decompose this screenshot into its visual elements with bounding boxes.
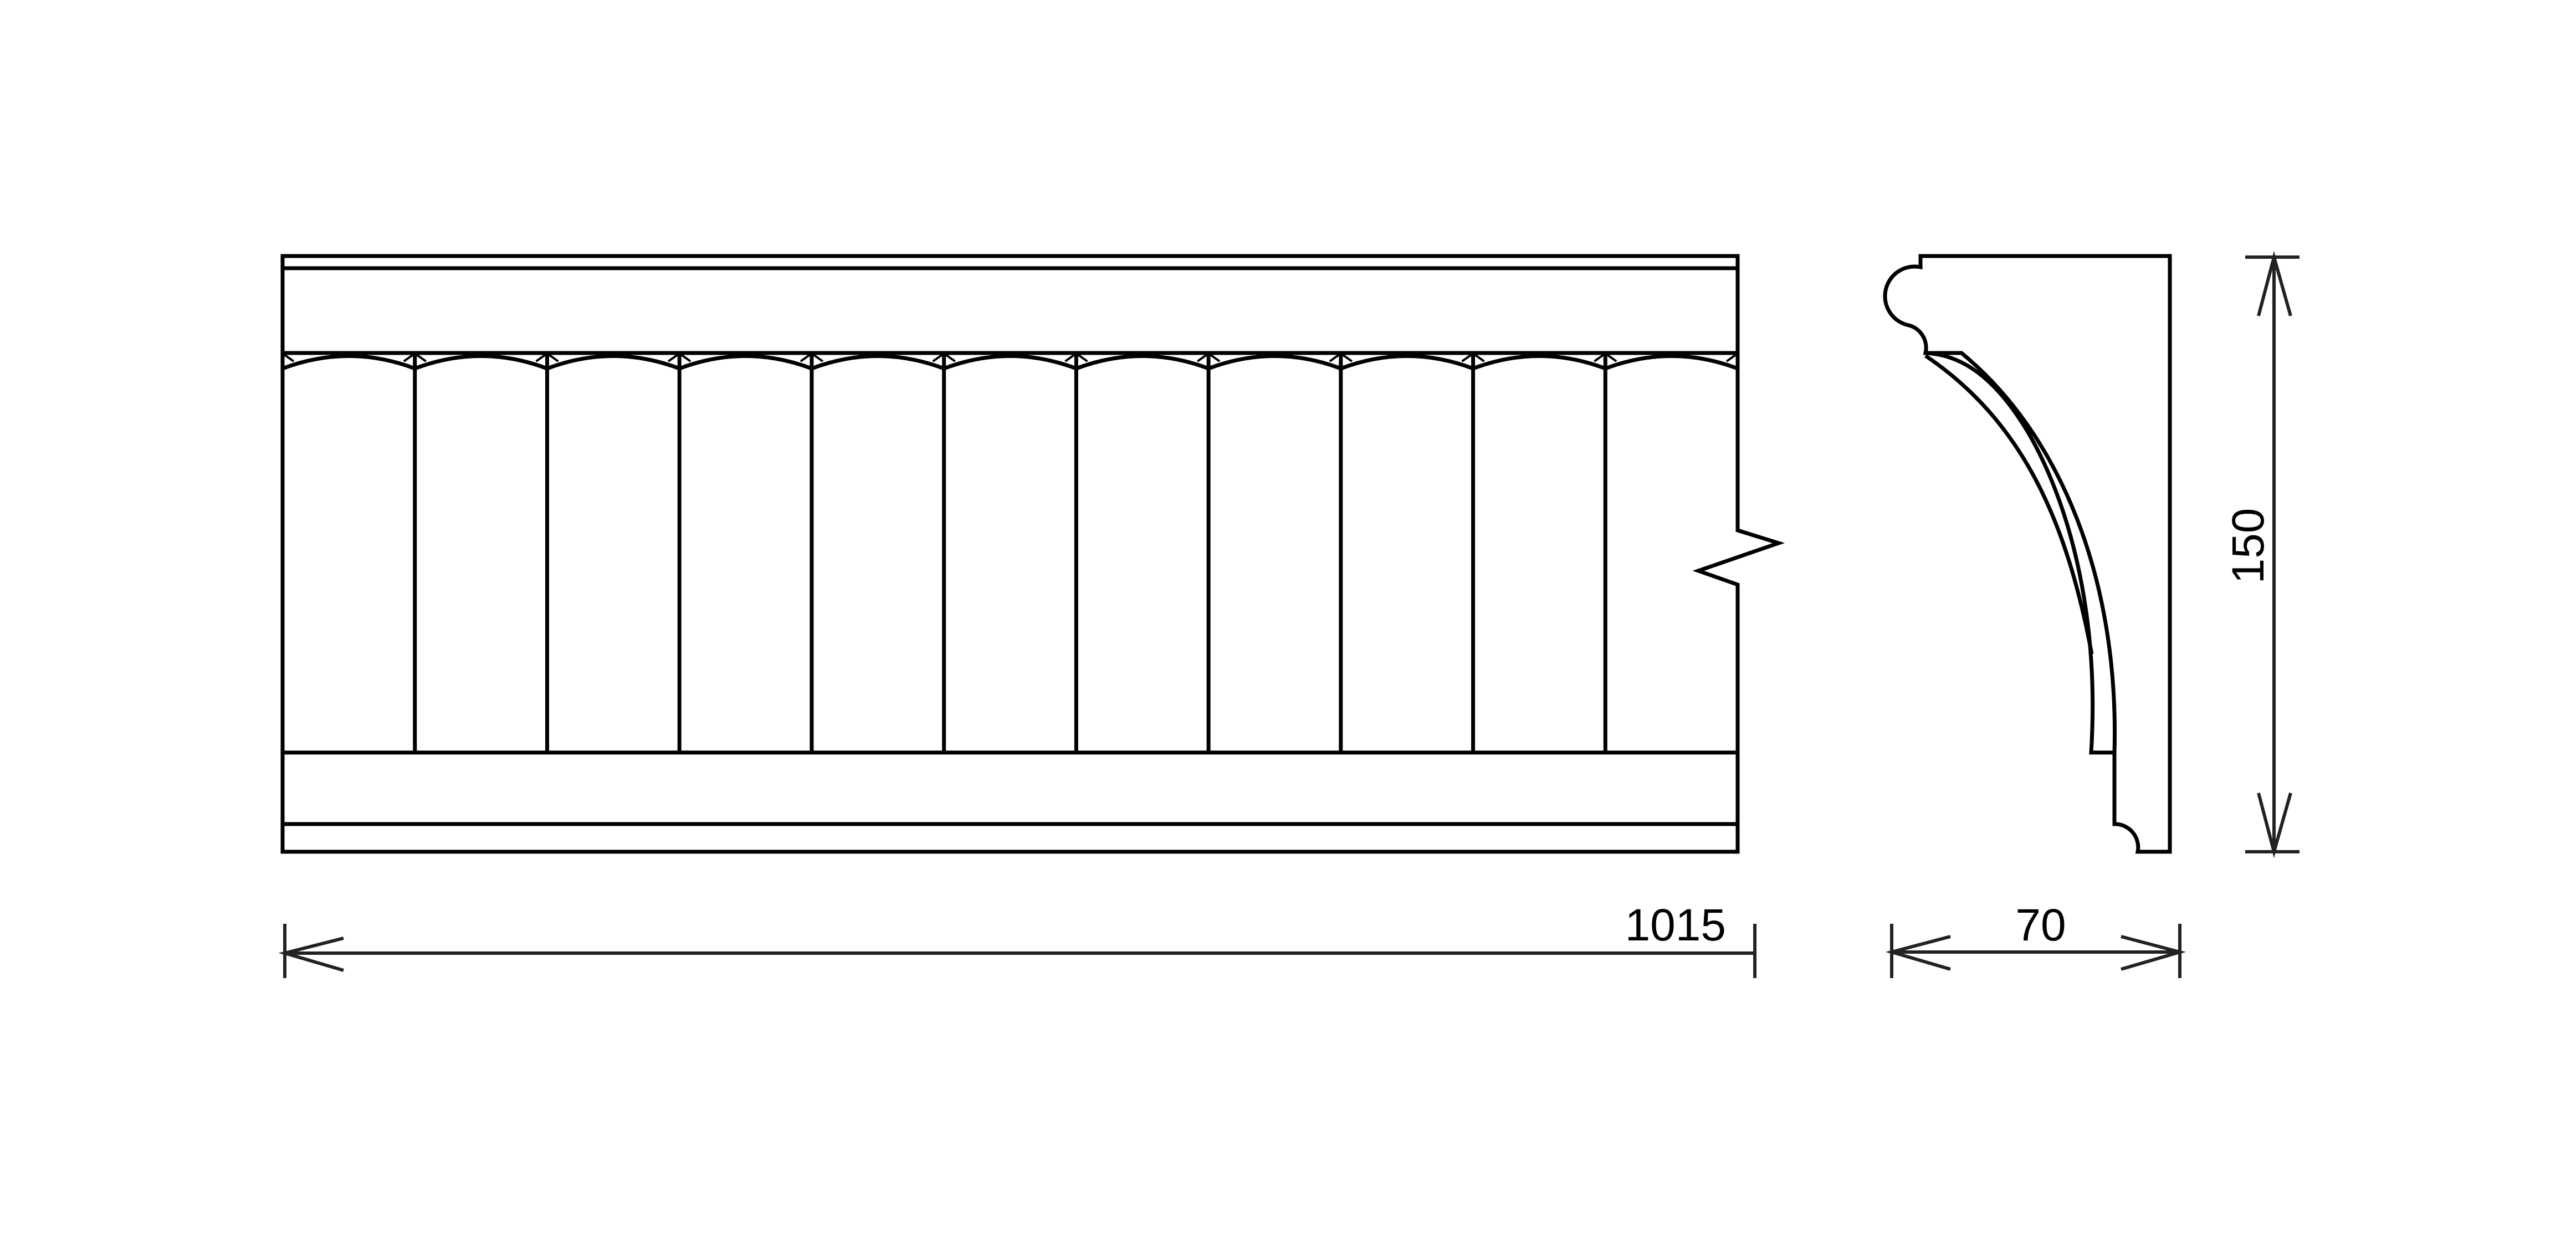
flute-notch (1077, 354, 1208, 362)
flute-modules (281, 353, 1739, 753)
depth-dimension: 70 (1885, 900, 2186, 978)
length-label: 1015 (1625, 900, 1726, 950)
profile-lower-curve (1924, 354, 2094, 654)
flute-arch (1076, 354, 1210, 371)
flute-notch (1606, 354, 1737, 362)
height-arrow-bottom (2257, 792, 2292, 858)
flute-notch (416, 354, 546, 362)
flute-arch (546, 354, 680, 371)
flute-notch (680, 354, 811, 362)
flute-arch (678, 354, 813, 371)
flute-arch (1472, 354, 1606, 371)
flute-notch (1341, 354, 1472, 362)
height-label: 150 (2223, 508, 2273, 584)
flute-notch (1209, 354, 1340, 362)
flute-notch (283, 354, 414, 362)
depth-arrow-right (2121, 935, 2186, 971)
flute-arch (811, 354, 945, 371)
flute-arch (1605, 354, 1739, 371)
flute-arch (1340, 354, 1474, 371)
profile-section (1883, 254, 2172, 854)
length-dimension: 1015 (278, 900, 1756, 978)
depth-arrow-left (1885, 935, 1951, 971)
flute-notch (548, 354, 679, 362)
flute-arch (281, 354, 416, 371)
flute-notch (812, 354, 943, 362)
flute-notch (945, 354, 1076, 362)
side-profile (1883, 254, 2172, 854)
height-arrow-top (2257, 250, 2292, 316)
flute-notch (1474, 354, 1605, 362)
front-elevation (280, 254, 1785, 854)
length-arrow-left (278, 937, 344, 972)
front-outline (280, 254, 1785, 854)
depth-label: 70 (2015, 900, 2066, 950)
flute-arch (414, 354, 548, 371)
height-dimension: 150 (2223, 250, 2300, 858)
flute-arch (943, 354, 1077, 371)
profile-inner-line (1925, 351, 2117, 753)
flute-arch (1207, 354, 1342, 371)
